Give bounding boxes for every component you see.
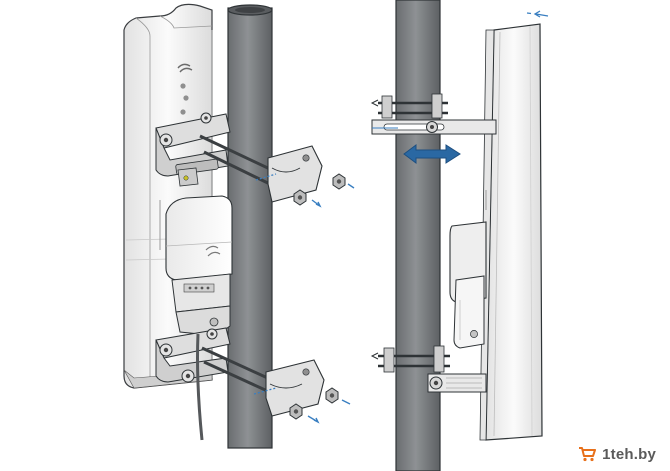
ubiquiti-logo-icon bbox=[177, 63, 193, 73]
ubiquiti-logo-icon bbox=[205, 245, 221, 257]
watermark-text: 1teh.by bbox=[602, 445, 656, 463]
lower-nuts bbox=[289, 387, 351, 424]
lower-tilt-bracket bbox=[370, 345, 487, 393]
radio-unit-side bbox=[449, 190, 487, 349]
left-assembly bbox=[123, 3, 355, 449]
right-assembly bbox=[370, 0, 549, 471]
upper-tilt-bracket bbox=[370, 93, 497, 135]
mounting-pole-right bbox=[395, 0, 441, 471]
tilt-arrow-icon bbox=[533, 10, 549, 18]
upper-nuts bbox=[293, 173, 355, 208]
watermark-logo: 1teh.by bbox=[574, 443, 662, 465]
cable bbox=[196, 333, 204, 441]
lower-bracket bbox=[155, 327, 275, 396]
sector-antenna-side bbox=[479, 10, 549, 441]
mounting-pole-left bbox=[227, 4, 273, 449]
cart-icon bbox=[579, 447, 597, 462]
radio-unit bbox=[165, 195, 233, 335]
upper-clamp-plate bbox=[255, 145, 323, 203]
double-arrow-icon bbox=[403, 144, 461, 164]
lower-clamp-plate bbox=[253, 359, 325, 417]
small-side-bracket bbox=[159, 167, 199, 250]
